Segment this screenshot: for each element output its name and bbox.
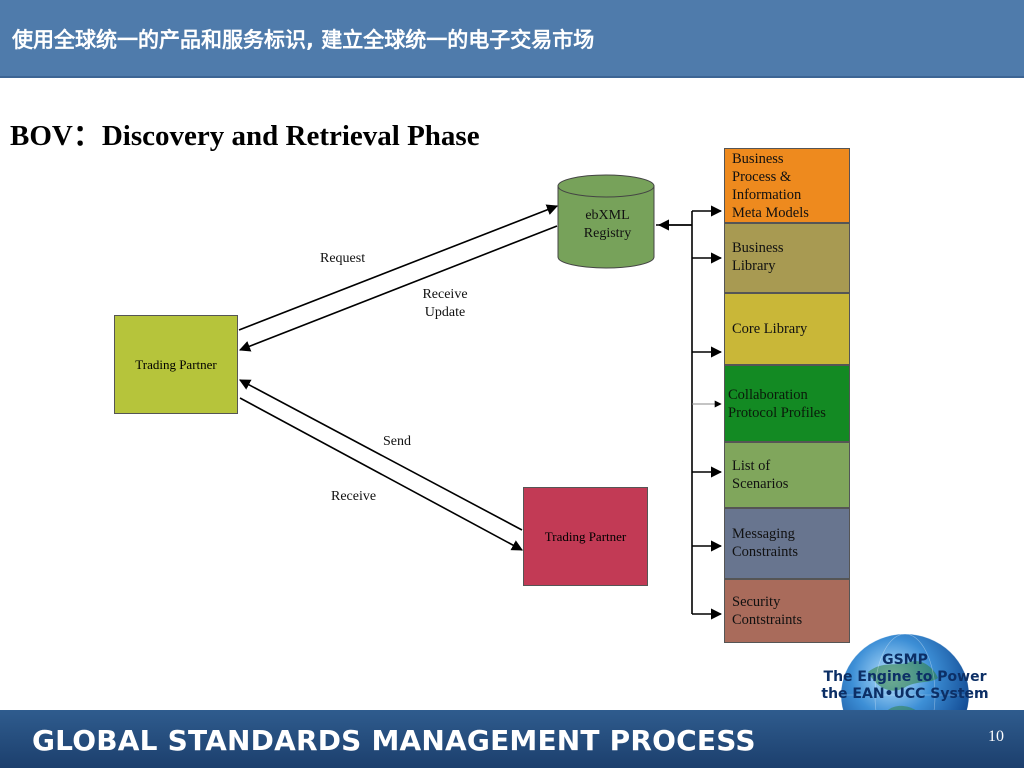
receive-update-label-line1: Receive (422, 287, 468, 302)
stack-line: Security (732, 594, 781, 610)
stack-line: Scenarios (732, 476, 789, 492)
trading-partner-left: Trading Partner (114, 315, 238, 414)
request-arrow (238, 204, 559, 331)
stack-business-library: Business Library (724, 223, 850, 293)
footer-title: GLOBAL STANDARDS MANAGEMENT PROCESS (32, 724, 756, 757)
receive-update-label-line2: Update (424, 305, 466, 320)
logo-text-line2: The Engine to Power (823, 669, 987, 685)
stack-line: List of (732, 458, 771, 474)
registry-label-line2: Registry (583, 226, 632, 241)
slide-title: BOV：Discovery and Retrieval Phase (10, 120, 480, 152)
stack-line: Collaboration (728, 386, 808, 403)
logo-text-line1: GSMP (882, 652, 928, 668)
stack-messaging-constraints: Messaging Constraints (724, 508, 850, 579)
registry-label: ebXML Registry (560, 207, 655, 243)
registry-stack-connector (656, 205, 723, 620)
receive-update-arrow (238, 225, 558, 352)
stack-core-library: Core Library (724, 293, 850, 365)
send-arrow (239, 379, 523, 531)
footer-bar: GLOBAL STANDARDS MANAGEMENT PROCESS 10 (0, 710, 1024, 768)
stack-line: Process & (732, 169, 792, 185)
trading-partner-right: Trading Partner (523, 487, 648, 586)
stack-business-process: Business Process & Information Meta Mode… (724, 148, 850, 223)
logo-text-line3: the EAN•UCC System (821, 686, 989, 702)
stack-line: Protocol Profiles (728, 404, 826, 421)
stack-collaboration-protocol-profiles: Collaboration Protocol Profiles (724, 365, 850, 442)
receive-label: Receive (331, 489, 377, 504)
receive-arrow (239, 397, 523, 551)
stack-line: Library (732, 258, 776, 274)
stack-line: Constraints (732, 544, 799, 560)
header-bar: 使用全球统一的产品和服务标识, 建立全球统一的电子交易市场 (0, 0, 1024, 78)
request-label: Request (320, 251, 366, 266)
trading-partner-left-label: Trading Partner (135, 356, 217, 372)
header-title: 使用全球统一的产品和服务标识, 建立全球统一的电子交易市场 (12, 28, 595, 52)
stack-line: Contstraints (732, 612, 803, 628)
registry-cylinder (557, 174, 655, 269)
trading-partner-right-label: Trading Partner (544, 528, 627, 544)
receive-update-label: Receive Update (410, 286, 480, 322)
stack-line: Core Library (732, 321, 808, 337)
stack-line: Business (732, 151, 784, 167)
send-label: Send (383, 434, 411, 449)
stack-line: Messaging (732, 526, 795, 542)
stack-line: Business (732, 240, 784, 256)
registry-label-line1: ebXML (585, 208, 630, 223)
page-number: 10 (988, 728, 1004, 745)
stack-list-of-scenarios: List of Scenarios (724, 442, 850, 508)
stack-line: Meta Models (732, 205, 809, 221)
stack-line: Information (732, 187, 802, 203)
stack-security-constraints: Security Contstraints (724, 579, 850, 643)
